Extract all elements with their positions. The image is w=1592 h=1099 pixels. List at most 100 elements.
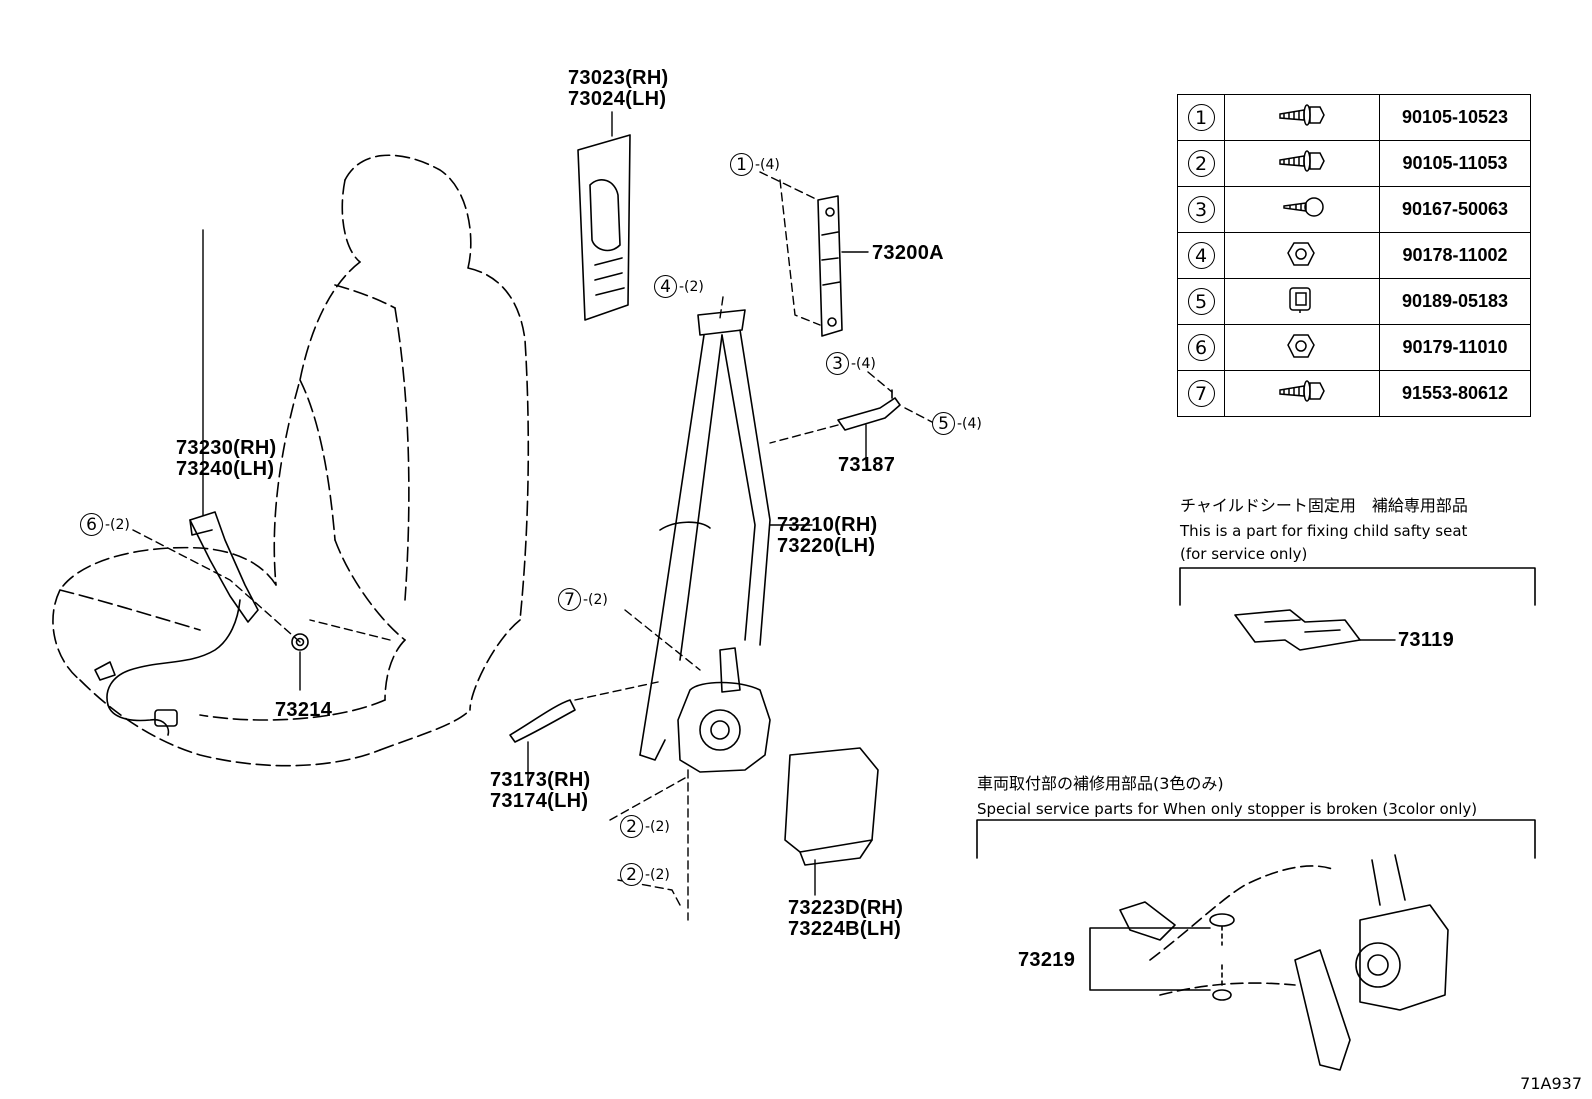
child-seat-note-jp: チャイルドシート固定用 補給専用部品 [1180,496,1468,515]
row-callout: 7 [1177,370,1225,417]
row-part-number: 90178-11002 [1379,232,1531,279]
callout-number: 2 [620,863,643,886]
clip-nut-icon [1276,286,1328,319]
parts-table-row: 4 90178-11002 [1177,232,1531,279]
callout-qty: -(4) [851,355,876,372]
callout-number: 5 [932,412,955,435]
stopper-part-box [976,819,1536,1071]
callout-qty: -(2) [645,818,670,835]
row-part-number: 90179-11010 [1379,324,1531,371]
parts-table-row: 1 90105-10523 [1177,94,1531,141]
dashed-leaders [132,171,933,921]
callout-number: 3 [826,352,849,375]
label-73174: 73174(LH) [490,790,589,812]
callout-1: 1 -(4) [730,153,780,176]
row-callout: 2 [1177,140,1225,187]
bolt-flange-icon [1276,103,1328,135]
pillar-trim-73023 [577,111,631,321]
child-seat-note-en1: This is a part for fixing child safty se… [1180,522,1468,540]
row-callout-number: 1 [1187,104,1215,131]
row-part-number: 91553-80612 [1379,370,1531,417]
stopper-note-jp: 車両取付部の補修用部品(3色のみ) [977,774,1224,793]
row-part-number: 90105-10523 [1379,94,1531,141]
label-73210: 73210(RH) [777,514,878,536]
parts-table-row: 5 90189-05183 [1177,278,1531,325]
callout-6: 6 -(2) [80,513,130,536]
figure-code: 71A937 [1520,1074,1582,1093]
row-callout-number: 2 [1187,150,1215,177]
callout-qty: -(2) [679,278,704,295]
parts-table-row: 3 90167-50063 [1177,186,1531,233]
child-seat-part-box [1179,567,1536,651]
row-callout: 1 [1177,94,1225,141]
callout-2a: 2 -(2) [620,815,670,838]
callout-number: 6 [80,513,103,536]
retractor-assembly [677,647,771,773]
callout-qty: -(2) [583,591,608,608]
callout-number: 7 [558,588,581,611]
label-73219: 73219 [1018,949,1076,971]
label-73173: 73173(RH) [490,769,591,791]
row-callout: 3 [1177,186,1225,233]
seat-buckle-harness [94,229,309,736]
row-icon-cell [1224,278,1380,325]
row-callout-number: 6 [1187,334,1215,361]
row-icon-cell [1224,370,1380,417]
label-73119: 73119 [1398,629,1455,651]
row-callout-number: 5 [1187,288,1215,315]
row-callout: 4 [1177,232,1225,279]
screw-icon [1276,196,1328,227]
nut-icon [1276,241,1328,273]
lower-cover-73223d [784,747,879,896]
bolt-flange-icon [1276,379,1328,411]
label-73023: 73023(RH) [568,67,669,89]
stopper-note-en: Special service parts for When only stop… [977,800,1478,818]
label-73220: 73220(LH) [777,535,876,557]
fastener-parts-table: 1 90105-10523 2 90105-11053 3 90167-50063 4 901… [1177,94,1531,417]
row-callout-number: 7 [1187,380,1215,407]
callout-qty: -(2) [105,516,130,533]
callout-4: 4 -(2) [654,275,704,298]
parts-table-row: 7 91553-80612 [1177,370,1531,417]
label-73214: 73214 [275,699,333,721]
row-callout-number: 3 [1187,196,1215,223]
anchor-cover-73173 [509,699,576,783]
row-callout-number: 4 [1187,242,1215,269]
callout-qty: -(2) [645,866,670,883]
row-callout: 6 [1177,324,1225,371]
seat-outline [52,154,530,767]
shoulder-adjuster-73200a [817,195,869,337]
nut-icon [1276,333,1328,365]
callout-2b: 2 -(2) [620,863,670,886]
callout-number: 4 [654,275,677,298]
row-callout: 5 [1177,278,1225,325]
seatbelt-webbing [639,309,813,761]
row-icon-cell [1224,232,1380,279]
label-73230: 73230(RH) [176,437,277,459]
bolt-flange-icon [1276,149,1328,181]
callout-qty: -(4) [755,156,780,173]
row-part-number: 90167-50063 [1379,186,1531,233]
callout-number: 1 [730,153,753,176]
row-part-number: 90189-05183 [1379,278,1531,325]
label-73187: 73187 [838,454,896,476]
label-73224b: 73224B(LH) [788,918,902,940]
row-icon-cell [1224,140,1380,187]
parts-table-row: 6 90179-11010 [1177,324,1531,371]
callout-qty: -(4) [957,415,982,432]
row-icon-cell [1224,324,1380,371]
child-seat-note-en2: (for service only) [1180,545,1308,563]
label-73200a: 73200A [872,242,944,264]
callout-3: 3 -(4) [826,352,876,375]
row-icon-cell [1224,186,1380,233]
label-73024: 73024(LH) [568,88,667,110]
callout-5: 5 -(4) [932,412,982,435]
callout-number: 2 [620,815,643,838]
callout-7: 7 -(2) [558,588,608,611]
parts-table-row: 2 90105-11053 [1177,140,1531,187]
label-73223d: 73223D(RH) [788,897,904,919]
row-part-number: 90105-11053 [1379,140,1531,187]
row-icon-cell [1224,94,1380,141]
label-73240: 73240(LH) [176,458,275,480]
